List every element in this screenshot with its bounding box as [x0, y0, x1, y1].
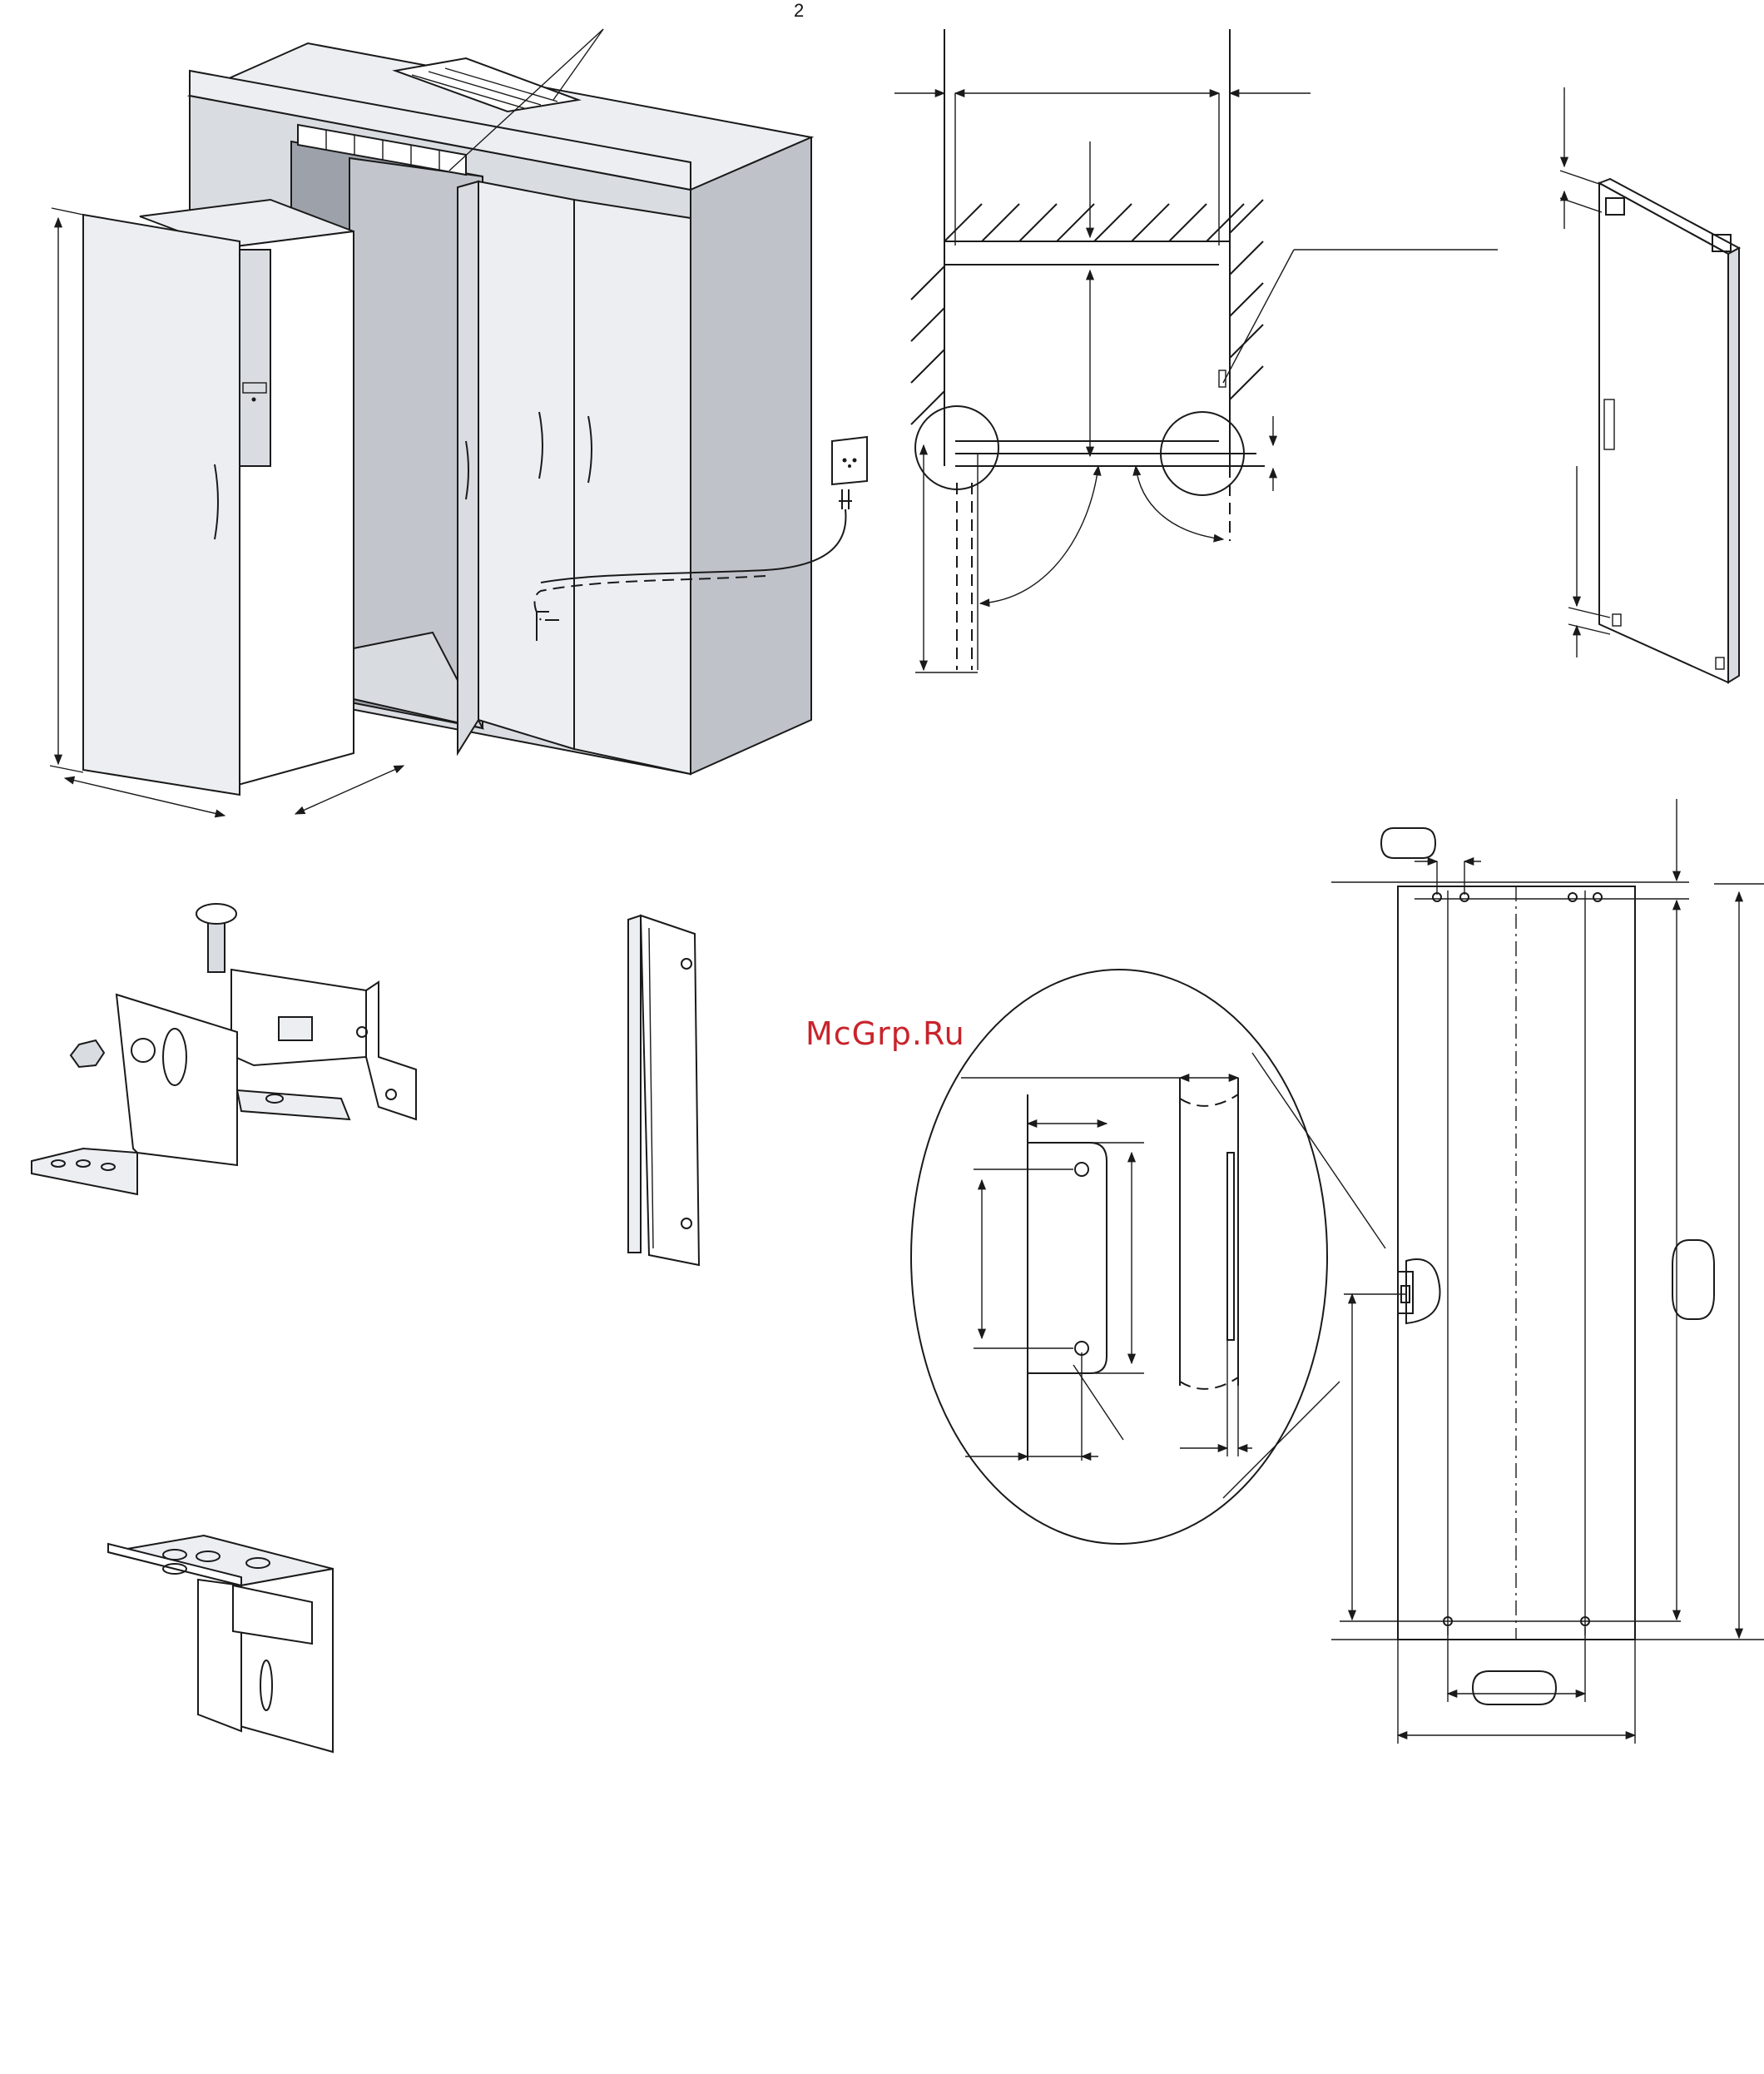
furniture-door-drilling-plan — [1331, 799, 1764, 1744]
cabinet-niche-isometric — [50, 29, 867, 816]
slide-detail-magnified — [911, 970, 1385, 1544]
hinge-bracket-with-screw — [32, 904, 416, 1194]
door-side-view — [1560, 87, 1739, 682]
angle-bracket — [108, 1536, 333, 1752]
page-number: 2 — [794, 0, 804, 22]
slide-rail — [628, 915, 699, 1265]
watermark-text: McGrp.Ru — [805, 1015, 965, 1052]
niche-section-dimensions — [894, 29, 1498, 672]
